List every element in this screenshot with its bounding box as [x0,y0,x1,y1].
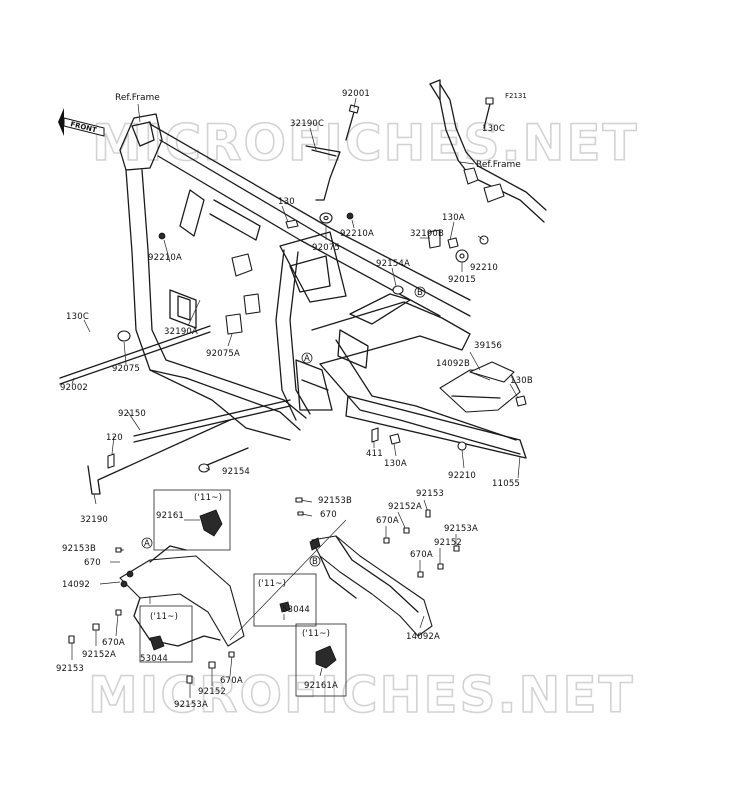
label-670a-left: 670A [102,638,125,648]
label-92152-right: 92152 [434,538,462,548]
label-120: 120 [106,433,123,443]
label-92001: 92001 [342,89,370,99]
label-670a-right-lower: 670A [410,550,433,560]
label-670a-bottom: 670A [220,676,243,686]
label-14092a: 14092A [406,632,440,642]
small-pins [68,497,460,684]
callout-b-upper: B [414,286,426,298]
box-92161a [295,623,347,697]
label-92075a: 92075A [206,349,240,359]
svg-text:A: A [144,539,150,549]
cover-14092 [115,545,245,647]
motorcycle-frame [119,79,547,459]
year-marker-4: ('11~) [302,629,330,639]
label-92015: 92015 [448,275,476,285]
label-92152a-right: 92152A [388,502,422,512]
cover-14092a [309,535,433,637]
svg-text:A: A [304,354,310,364]
year-marker-2: ('11~) [150,612,178,622]
label-92152a-left: 92152A [82,650,116,660]
fasteners [59,97,527,495]
label-92153a-right: 92153A [444,524,478,534]
label-92161: 92161 [156,511,184,521]
label-14092: 14092 [62,580,90,590]
label-92154a: 92154A [376,259,410,269]
label-130c-left: 130C [66,312,89,322]
label-92153b-right: 92153B [318,496,352,506]
label-411: 411 [366,449,383,459]
callout-a-upper: A [301,352,313,364]
leader-lines [71,97,521,698]
label-92161a: 92161A [304,681,338,691]
rear-covers [439,361,521,413]
ref-frame-label-right: Ref.Frame [476,160,521,170]
watermark-top: MICROFICHES.NET [92,114,639,172]
label-92152-bottom: 92152 [198,687,226,697]
label-53044-left: 53044 [140,654,168,664]
label-92153-right: 92153 [416,489,444,499]
label-130: 130 [278,197,295,207]
label-11055: 11055 [492,479,520,489]
label-32190b: 32190B [410,229,444,239]
year-marker-3: ('11~) [258,579,286,589]
label-14092b: 14092B [436,359,470,369]
label-32190c: 32190C [290,119,324,129]
label-39156: 39156 [474,341,502,351]
label-130a-lower: 130A [384,459,407,469]
label-130c-upper: 130C [482,124,505,134]
watermark-bottom: MICROFICHES.NET [88,666,635,724]
label-92210-upper: 92210 [470,263,498,273]
label-92210a-right: 92210A [340,229,374,239]
label-670a-right-upper: 670A [376,516,399,526]
box-53044-right [253,573,317,627]
callout-b-lower: B [309,555,321,567]
label-92210a-left: 92210A [148,253,182,263]
label-92153b-left: 92153B [62,544,96,554]
year-marker-1: ('11~) [194,493,222,503]
label-32190: 32190 [80,515,108,525]
svg-text:B: B [312,557,318,567]
callout-a-lower: A [141,537,153,549]
label-92154: 92154 [222,467,250,477]
figure-code: F2131 [505,92,527,100]
label-92075-upper: 92075 [312,243,340,253]
label-53044-right: 53044 [282,605,310,615]
label-130b: 130B [510,376,533,386]
part-labels: 92001 32190C 130 92210A 92075 130A 32190… [56,89,533,710]
label-92210-lower: 92210 [448,471,476,481]
label-92153a-bottom: 92153A [174,700,208,710]
box-53044-left [139,605,193,663]
box-92161 [153,489,231,551]
label-32190a: 32190A [164,327,198,337]
label-670-left: 670 [84,558,101,568]
label-92150: 92150 [118,409,146,419]
label-92153-left: 92153 [56,664,84,674]
label-92002: 92002 [60,383,88,393]
label-670-right: 670 [320,510,337,520]
label-130a-upper: 130A [442,213,465,223]
label-92075-lower: 92075 [112,364,140,374]
ref-frame-label-left: Ref.Frame [115,93,160,103]
svg-text:B: B [417,288,423,298]
